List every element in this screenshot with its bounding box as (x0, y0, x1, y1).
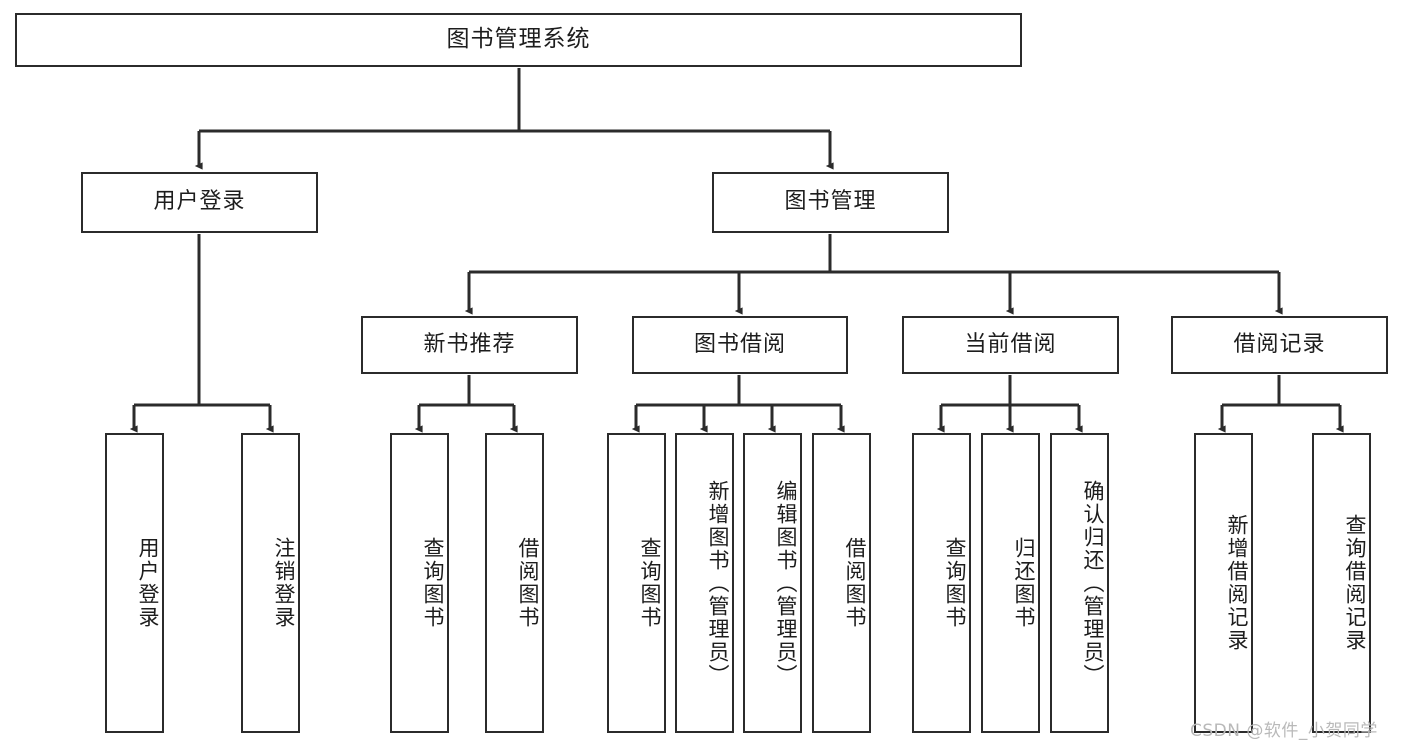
leaf-label: 归还图书 (1012, 537, 1036, 629)
node-book-borrow[interactable]: 图书借阅 (632, 316, 848, 374)
leaf-query-book-current[interactable]: 查询图书 (912, 433, 971, 733)
leaf-user-login[interactable]: 用户登录 (105, 433, 164, 733)
leaf-label: 注销登录 (272, 537, 296, 629)
leaf-query-borrow-record[interactable]: 查询借阅记录 (1312, 433, 1371, 733)
leaf-label: 查询图书 (638, 537, 662, 629)
leaf-query-book-borrow[interactable]: 查询图书 (607, 433, 666, 733)
leaf-label: 借阅图书 (516, 537, 540, 629)
node-user-login[interactable]: 用户登录 (81, 172, 318, 233)
leaf-label: 借阅图书 (843, 537, 867, 629)
node-borrow-record[interactable]: 借阅记录 (1171, 316, 1388, 374)
leaf-edit-book-admin[interactable]: 编辑图书（管理员） (743, 433, 802, 733)
node-new-book-recommend[interactable]: 新书推荐 (361, 316, 578, 374)
node-current-borrow[interactable]: 当前借阅 (902, 316, 1119, 374)
leaf-label: 查询图书 (421, 537, 445, 629)
leaf-add-borrow-record[interactable]: 新增借阅记录 (1194, 433, 1253, 733)
leaf-label: 编辑图书（管理员） (774, 479, 798, 687)
leaf-label: 查询图书 (943, 537, 967, 629)
leaf-logout-login[interactable]: 注销登录 (241, 433, 300, 733)
leaf-label: 新增图书（管理员） (706, 479, 730, 687)
leaf-label: 确认归还（管理员） (1081, 479, 1105, 687)
leaf-return-book[interactable]: 归还图书 (981, 433, 1040, 733)
leaf-query-book-recommend[interactable]: 查询图书 (390, 433, 449, 733)
leaf-borrow-book-recommend[interactable]: 借阅图书 (485, 433, 544, 733)
leaf-confirm-return-admin[interactable]: 确认归还（管理员） (1050, 433, 1109, 733)
node-root-system[interactable]: 图书管理系统 (15, 13, 1022, 67)
leaf-borrow-book[interactable]: 借阅图书 (812, 433, 871, 733)
csdn-watermark: CSDN @软件_小贺同学 (1190, 721, 1378, 741)
leaf-add-book-admin[interactable]: 新增图书（管理员） (675, 433, 734, 733)
node-book-management[interactable]: 图书管理 (712, 172, 949, 233)
leaf-label: 查询借阅记录 (1343, 514, 1367, 652)
leaf-label: 新增借阅记录 (1225, 514, 1249, 652)
leaf-label: 用户登录 (136, 537, 160, 629)
